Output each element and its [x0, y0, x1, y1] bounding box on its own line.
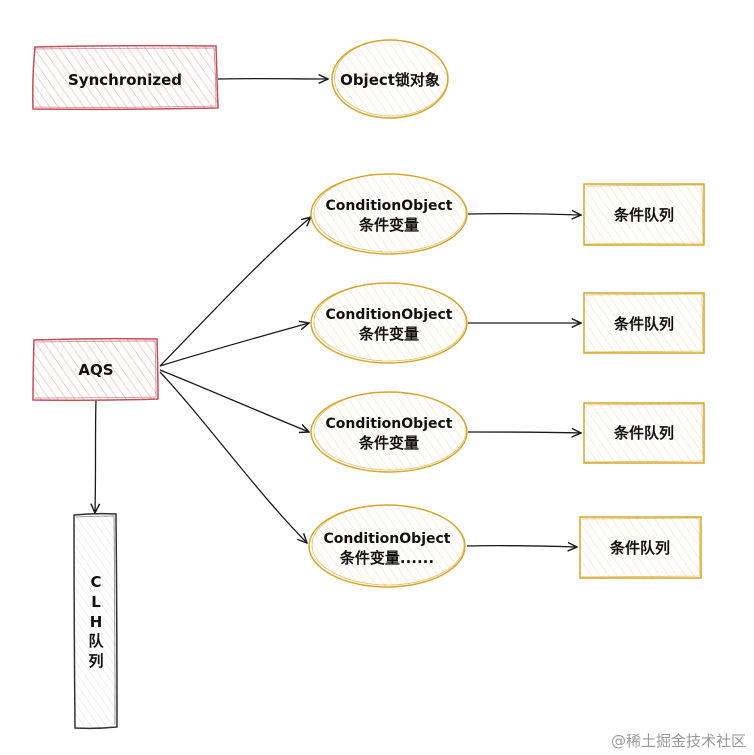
object-lock-node: Object锁对象: [331, 39, 449, 119]
clh-line-1: C: [90, 573, 101, 591]
condition-3-line1: ConditionObject: [326, 416, 453, 432]
condition-queue-node-2: 条件队列: [583, 292, 705, 354]
clh-line-5: 列: [88, 652, 103, 670]
arrow-aqs-to-condition-3: [159, 369, 309, 432]
condition-1-line2: 条件变量: [358, 216, 419, 234]
arrow-aqs-to-condition-1: [159, 217, 311, 367]
condition-object-node-3: ConditionObject 条件变量: [310, 391, 468, 473]
synchronized-node: Synchronized: [32, 44, 219, 111]
condition-queue-node-3: 条件队列: [583, 402, 705, 464]
condition-object-node-2: ConditionObject 条件变量: [310, 282, 468, 364]
arrow-aqs-to-clh: [95, 399, 96, 513]
condition-3-queue-label: 条件队列: [613, 424, 674, 442]
synchronized-label: Synchronized: [68, 71, 182, 89]
condition-1-queue-label: 条件队列: [613, 206, 674, 224]
condition-queue-node-4: 条件队列: [579, 516, 702, 579]
condition-4-queue-label: 条件队列: [609, 539, 670, 557]
object-lock-label: Object锁对象: [340, 71, 440, 89]
condition-queue-node-1: 条件队列: [583, 183, 705, 246]
arrow-condition-3-to-queue: [467, 432, 581, 433]
condition-2-queue-label: 条件队列: [613, 315, 674, 333]
clh-line-3: H: [90, 613, 103, 631]
condition-2-line1: ConditionObject: [326, 307, 453, 323]
clh-line-4: 队: [88, 632, 104, 650]
arrow-condition-1-to-queue: [467, 214, 581, 215]
aqs-node: AQS: [32, 337, 159, 402]
condition-2-line2: 条件变量: [358, 325, 419, 343]
clh-line-2: L: [91, 593, 101, 611]
watermark: @稀土掘金技术社区: [611, 732, 746, 750]
arrow-condition-4-to-queue: [466, 546, 577, 547]
condition-1-line1: ConditionObject: [326, 198, 453, 214]
arrow-aqs-to-condition-4: [159, 371, 307, 543]
connectors: [95, 79, 581, 547]
condition-4-line2: 条件变量......: [339, 549, 434, 567]
aqs-label: AQS: [78, 361, 113, 379]
condition-4-line1: ConditionObject: [324, 531, 451, 547]
arrow-aqs-to-condition-2: [159, 323, 309, 367]
condition-object-node-4: ConditionObject 条件变量......: [308, 504, 466, 588]
condition-3-line2: 条件变量: [358, 434, 419, 452]
clh-queue-node: C L H 队 列: [73, 512, 118, 730]
condition-object-node-1: ConditionObject 条件变量: [310, 173, 468, 255]
